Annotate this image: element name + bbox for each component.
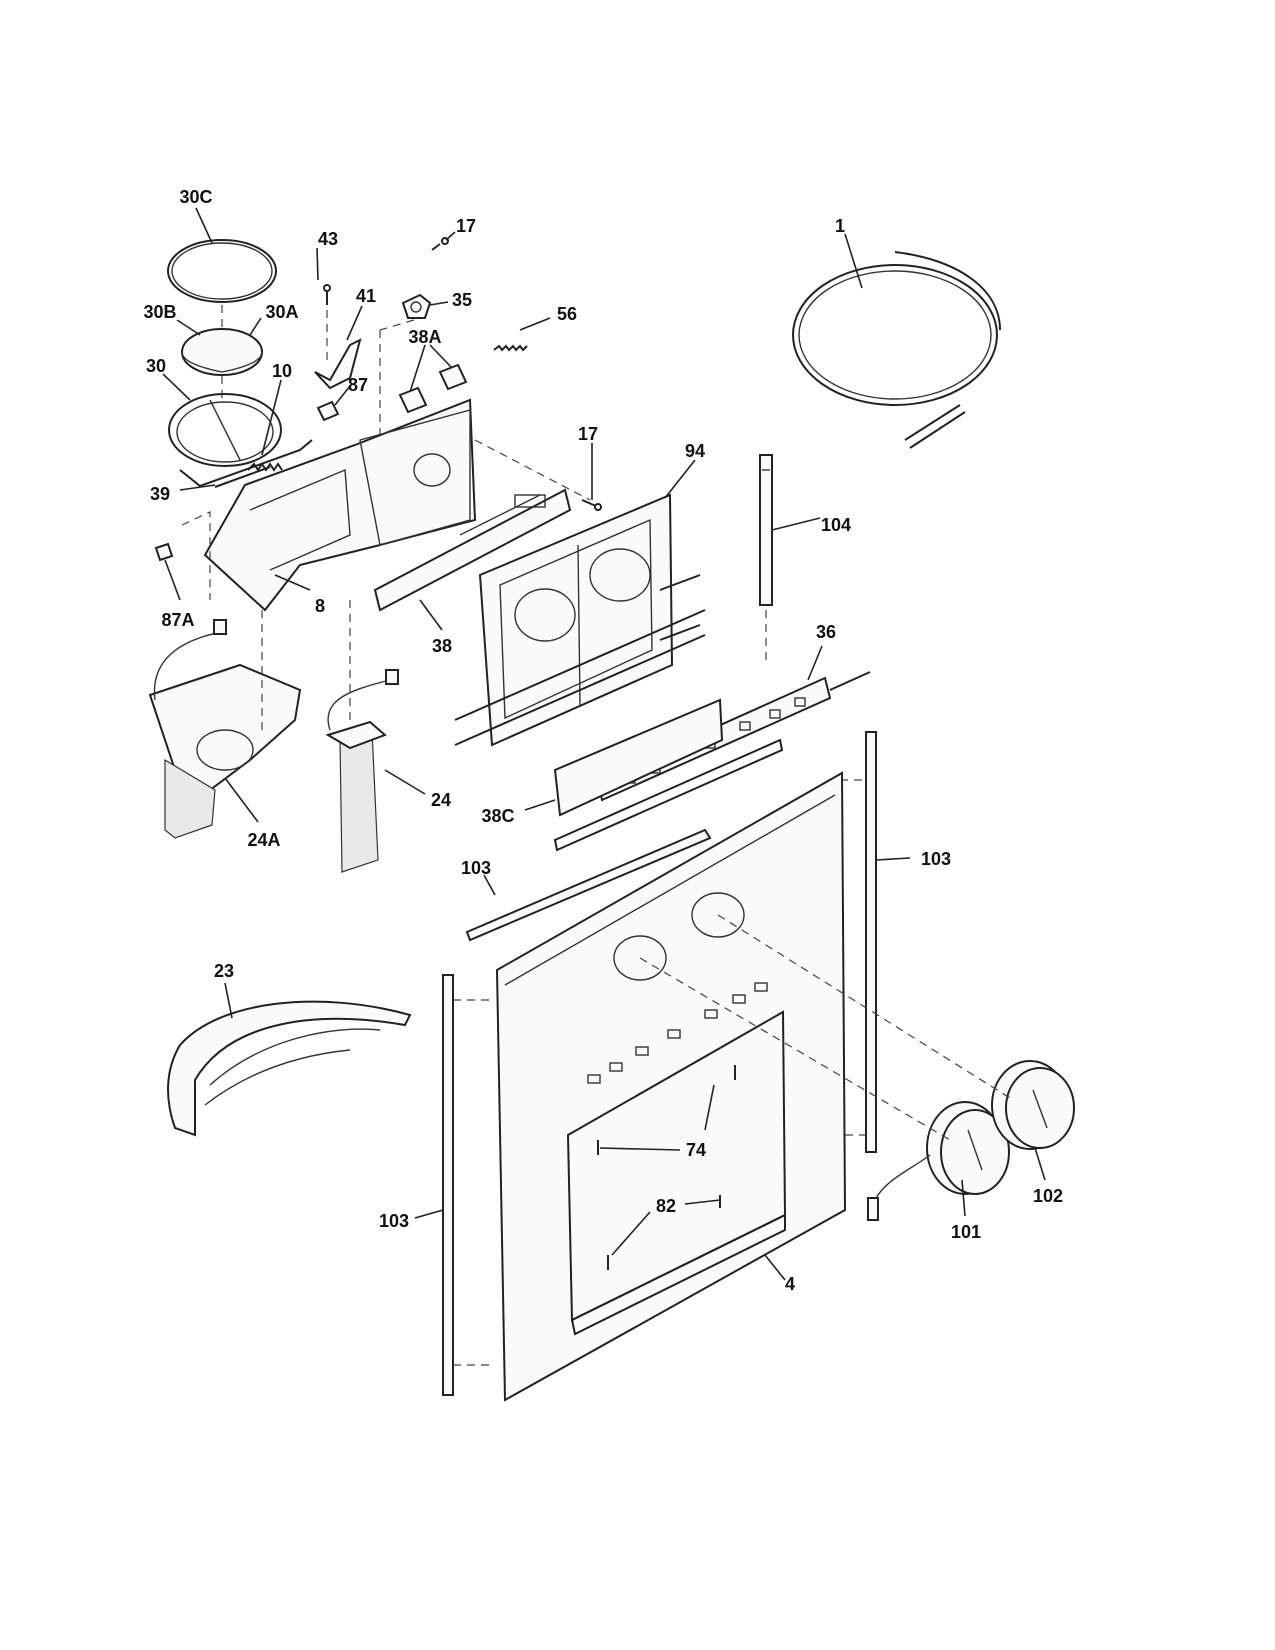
part-24a-chute	[148, 619, 302, 839]
callout-38c: 38C	[481, 806, 514, 826]
callout-30a: 30A	[265, 302, 298, 322]
part-104-strip	[759, 454, 773, 606]
part-43-screw	[323, 284, 331, 305]
part-102-gauge	[991, 1060, 1075, 1150]
callout-39: 39	[150, 484, 170, 504]
callout-38a: 38A	[408, 327, 441, 347]
callout-103-left: 103	[379, 1211, 409, 1231]
part-87-clip	[316, 400, 340, 422]
callout-101: 101	[951, 1222, 981, 1242]
callout-24: 24	[431, 790, 451, 810]
callout-24a: 24A	[247, 830, 280, 850]
part-8-dispenser-housing	[203, 398, 477, 612]
part-35-switch	[401, 293, 432, 319]
callout-30: 30	[146, 356, 166, 376]
part-17-screw-mid	[581, 499, 602, 511]
callout-102: 102	[1033, 1186, 1063, 1206]
part-30c-ring	[167, 239, 277, 303]
callout-8: 8	[315, 596, 325, 616]
part-23-drip-tray	[167, 1000, 412, 1137]
part-17-screw-top	[431, 237, 449, 251]
part-38-control-board	[373, 488, 572, 612]
callout-56: 56	[557, 304, 577, 324]
callout-labels: 30C 43 17 1 30B 30A 41 35 56 38A 30 10 8…	[143, 187, 1063, 1294]
callout-103-top: 103	[461, 858, 491, 878]
part-38a-switches	[398, 363, 468, 414]
part-103-gasket-right	[865, 731, 877, 1153]
callout-43: 43	[318, 229, 338, 249]
part-30b-lens	[181, 328, 263, 376]
callout-41: 41	[356, 286, 376, 306]
part-4-front-panel	[495, 771, 847, 1402]
part-94-mounting-frame	[454, 493, 706, 747]
part-103-gasket-top	[465, 828, 712, 942]
callout-87: 87	[348, 375, 368, 395]
callout-104: 104	[821, 515, 851, 535]
callout-82: 82	[656, 1196, 676, 1216]
part-56-spring	[493, 344, 528, 352]
callout-10: 10	[272, 361, 292, 381]
callout-30c: 30C	[179, 187, 212, 207]
callout-36: 36	[816, 622, 836, 642]
part-82-screws	[607, 1195, 721, 1270]
part-74-screws	[597, 1065, 736, 1155]
callout-17-top: 17	[456, 216, 476, 236]
part-strip-lower	[553, 738, 784, 852]
callout-74: 74	[686, 1140, 706, 1160]
callout-23: 23	[214, 961, 234, 981]
part-39-pin	[214, 466, 271, 488]
callout-38: 38	[432, 636, 452, 656]
callout-35: 35	[452, 290, 472, 310]
part-41-bracket	[314, 338, 362, 390]
callout-30b: 30B	[143, 302, 176, 322]
callout-94: 94	[685, 441, 705, 461]
leader-lines	[162, 207, 1046, 1281]
part-10-spring	[247, 462, 283, 472]
part-101-gauge	[867, 1101, 1010, 1221]
part-87a-clip	[154, 542, 174, 562]
callout-17-mid: 17	[578, 424, 598, 444]
callout-103-right: 103	[921, 849, 951, 869]
part-38c-plate	[553, 698, 724, 817]
part-24-chute	[325, 669, 399, 873]
part-103-gasket-left	[442, 974, 454, 1396]
callout-4: 4	[785, 1274, 795, 1294]
callout-87a: 87A	[161, 610, 194, 630]
callout-1: 1	[835, 216, 845, 236]
part-1-water-tubing	[792, 251, 1001, 449]
